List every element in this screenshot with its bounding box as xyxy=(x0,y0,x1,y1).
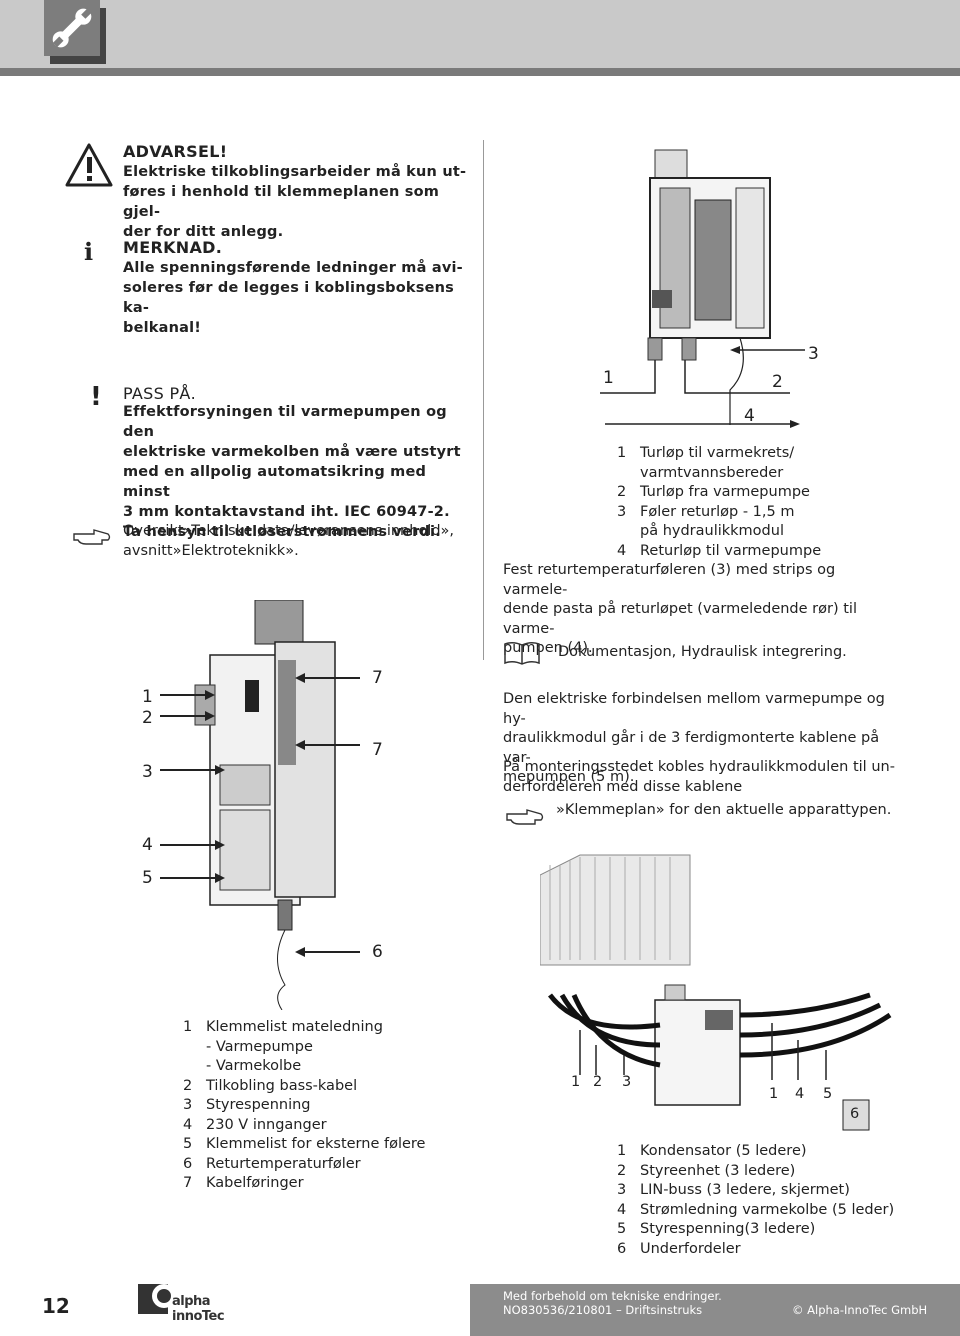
note-title: MERKNAD. xyxy=(123,238,223,257)
cable-label-6: 6 xyxy=(850,1106,860,1122)
cable-label-5: 5 xyxy=(823,1086,833,1102)
warning-title: ADVARSEL! xyxy=(123,142,228,161)
hydraulic-label-4: 4 xyxy=(744,406,755,426)
wrench-icon xyxy=(52,8,92,48)
cable-connection-figure xyxy=(540,854,892,1131)
hydraulic-module-figure xyxy=(600,149,805,428)
module-label-3: 3 xyxy=(142,762,153,782)
cable-label-3: 3 xyxy=(622,1074,632,1090)
paragraph-install: På monteringsstedet kobles hydraulikkmod… xyxy=(503,759,895,795)
cable-label-1b: 1 xyxy=(769,1086,779,1102)
module-figure xyxy=(160,600,360,1010)
cable-label-1a: 1 xyxy=(571,1074,581,1090)
hydraulic-label-3: 3 xyxy=(808,344,819,364)
book-icon xyxy=(504,641,540,665)
footer-line-2: NO830536/210801 – Driftsinstruks xyxy=(503,1303,703,1317)
section-tab xyxy=(44,0,100,56)
footer-copyright: © Alpha-InnoTec GmbH xyxy=(792,1303,928,1317)
module-label-2: 2 xyxy=(142,708,153,728)
paragraph-cables: Den elektriske forbindelsen mellom varme… xyxy=(503,691,885,785)
header-rule xyxy=(0,68,960,76)
legend-item: - Varmekolbe xyxy=(206,1058,302,1074)
cable-label-2: 2 xyxy=(593,1074,603,1090)
legend-item: varmtvannsbereder xyxy=(640,464,784,481)
module-label-6: 6 xyxy=(372,942,383,962)
reference-klemmeplan: »Klemmeplan» for den aktuelle apparattyp… xyxy=(556,802,892,818)
doc-reference: Dokumentasjon, Hydraulisk integrering. xyxy=(558,644,847,660)
brand-logo: alpha innoTec xyxy=(138,1276,258,1324)
hydraulic-label-2: 2 xyxy=(772,372,783,392)
column-divider xyxy=(483,140,484,660)
pointing-hand-icon xyxy=(73,529,111,545)
warning-triangle-icon xyxy=(65,143,113,187)
note-text: Alle spenningsførende ledninger må avi- … xyxy=(123,260,463,336)
module-label-5: 5 xyxy=(142,868,153,888)
logo-mark-icon xyxy=(138,1284,176,1314)
module-label-7b: 7 xyxy=(372,740,383,760)
legend-item: - Varmepumpe xyxy=(206,1038,313,1055)
module-label-4: 4 xyxy=(142,835,153,855)
page-number: 12 xyxy=(42,1294,70,1318)
reference-text: Oversikt»Tekniske data/leveransens innho… xyxy=(123,523,455,559)
legend-item: på hydraulikkmodul xyxy=(640,523,784,539)
footer-band xyxy=(470,1284,960,1336)
warning-text: Elektriske tilkoblingsarbeider må kun ut… xyxy=(123,164,467,240)
caution-title: PASS PÅ. xyxy=(123,384,197,403)
cable-label-4: 4 xyxy=(795,1086,805,1102)
module-label-1: 1 xyxy=(142,687,153,707)
hydraulic-label-1: 1 xyxy=(603,368,614,388)
caution-text: Effektforsyningen til varmepumpen og den… xyxy=(123,404,461,540)
info-icon: ℹ xyxy=(84,238,94,266)
header-bar xyxy=(0,0,960,68)
exclamation-icon: ! xyxy=(90,382,102,412)
pointing-hand-icon xyxy=(506,809,544,825)
footer-line-1: Med forbehold om tekniske endringer. xyxy=(503,1289,722,1303)
brand-name: alpha innoTec xyxy=(172,1294,225,1324)
module-label-7a: 7 xyxy=(372,668,383,688)
